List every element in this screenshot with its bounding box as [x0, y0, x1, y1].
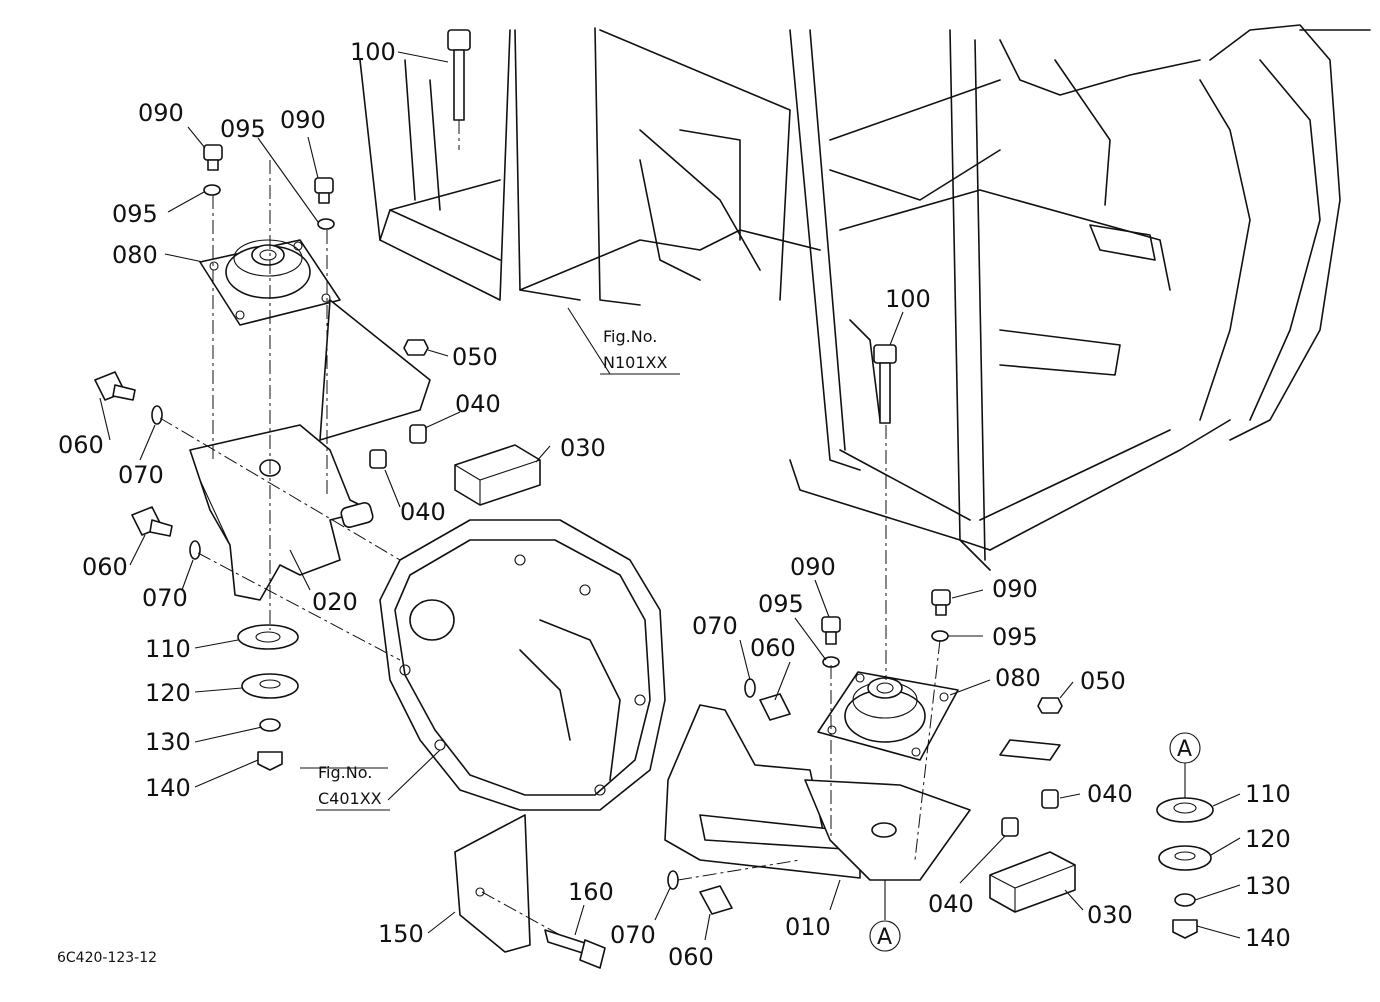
- rubber-stack-left: [237, 624, 299, 771]
- callout-130: 130: [145, 728, 191, 756]
- callout-095: 095: [112, 200, 158, 228]
- callout-040: 040: [455, 390, 501, 418]
- right-small-parts: [989, 697, 1076, 913]
- callout-095: 095: [758, 590, 804, 618]
- callout-120: 120: [145, 679, 191, 707]
- callout-070: 070: [142, 584, 188, 612]
- drawing-code: 6C420-123-12: [57, 950, 157, 966]
- callout-090: 090: [790, 553, 836, 581]
- figure-reference-label: Fig.No.: [603, 327, 657, 346]
- callout-090: 090: [280, 106, 326, 134]
- figure-reference-label: Fig.No.: [318, 763, 372, 782]
- callout-140: 140: [145, 774, 191, 802]
- view-marker-circle: [869, 920, 901, 952]
- callout-040: 040: [400, 498, 446, 526]
- assembly-lines: [159, 120, 941, 936]
- leader-lines: [99, 51, 1241, 941]
- callout-030: 030: [1087, 901, 1133, 929]
- callout-110: 110: [1245, 780, 1291, 808]
- transmission-housing: [379, 519, 666, 811]
- callout-140: 140: [1245, 924, 1291, 952]
- left-small-parts: [369, 339, 541, 506]
- callout-030: 030: [560, 434, 606, 462]
- lower-mount-080: [447, 29, 959, 761]
- cover-plate-150: [454, 814, 606, 969]
- callout-160: 160: [568, 878, 614, 906]
- callout-100: 100: [350, 38, 396, 66]
- callout-080: 080: [995, 664, 1041, 692]
- view-marker-circle: [1169, 732, 1201, 764]
- right-bracket-010: [664, 678, 1061, 915]
- callout-010: 010: [785, 913, 831, 941]
- callout-050: 050: [1080, 667, 1126, 695]
- callout-040: 040: [1087, 780, 1133, 808]
- bolt-090-upper-left: [203, 144, 335, 230]
- figure-reference-number: C401XX: [318, 789, 382, 808]
- callout-060: 060: [58, 431, 104, 459]
- rubber-stack-right: [1156, 797, 1214, 939]
- callout-050: 050: [452, 343, 498, 371]
- left-bracket-020: [189, 299, 431, 601]
- callout-095: 095: [220, 115, 266, 143]
- callout-120: 120: [1245, 825, 1291, 853]
- view-marker-label: A: [1177, 737, 1192, 762]
- cabin-frame: [359, 24, 1371, 571]
- figure-reference-number: N101XX: [603, 353, 667, 372]
- bolt-060-left: [94, 371, 201, 560]
- callout-070: 070: [610, 921, 656, 949]
- callout-080: 080: [112, 241, 158, 269]
- callout-060: 060: [82, 553, 128, 581]
- callout-070: 070: [118, 461, 164, 489]
- callout-040: 040: [928, 890, 974, 918]
- callout-090: 090: [138, 99, 184, 127]
- callout-100: 100: [885, 285, 931, 313]
- callout-090: 090: [992, 575, 1038, 603]
- callout-060: 060: [668, 943, 714, 971]
- callout-060: 060: [750, 634, 796, 662]
- callout-130: 130: [1245, 872, 1291, 900]
- callout-095: 095: [992, 623, 1038, 651]
- view-marker-label: A: [877, 925, 892, 950]
- upper-mount-080: [199, 239, 341, 326]
- callout-150: 150: [378, 920, 424, 948]
- callout-020: 020: [312, 588, 358, 616]
- callout-labels: 100 090 095 090 095 080 050 040 030 040 …: [57, 38, 1291, 971]
- callout-070: 070: [692, 612, 738, 640]
- callout-110: 110: [145, 635, 191, 663]
